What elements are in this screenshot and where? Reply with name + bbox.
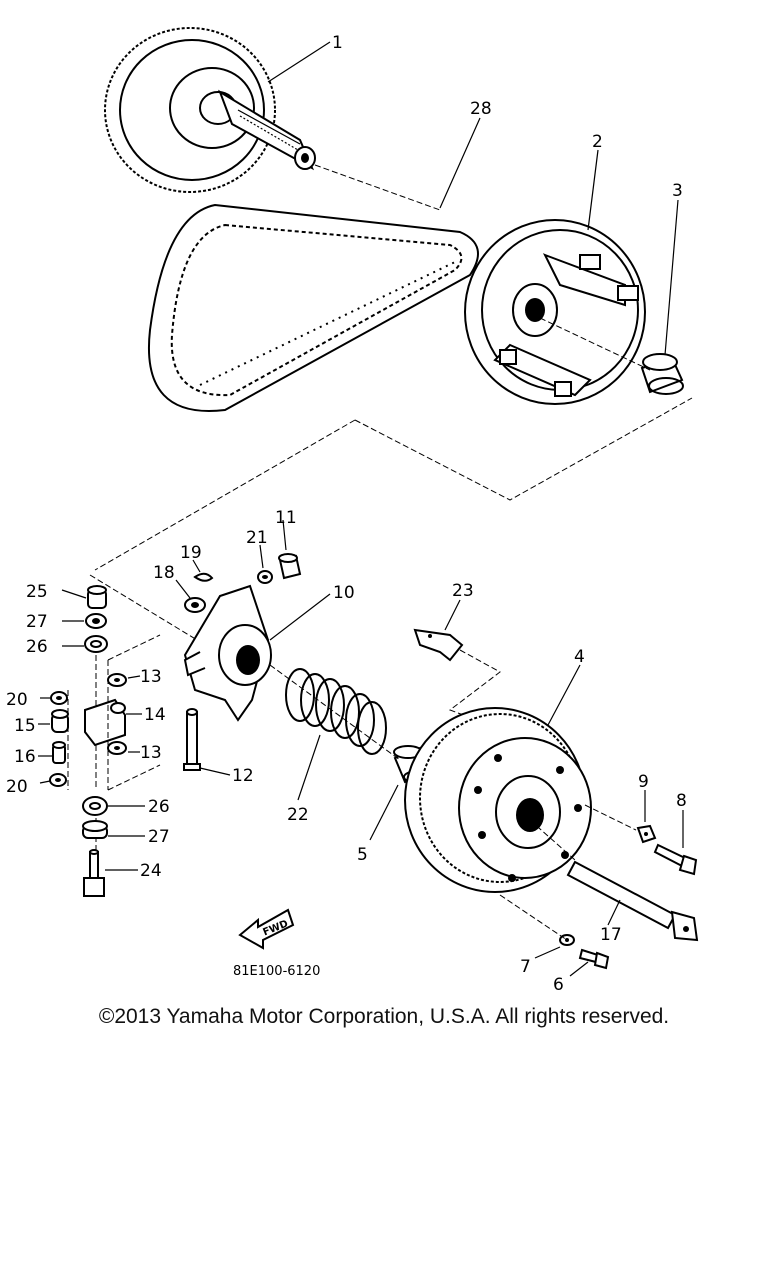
label-part-12: 12 bbox=[232, 766, 254, 786]
part-11-cap bbox=[278, 553, 302, 580]
label-part-1: 1 bbox=[332, 33, 343, 53]
part-20-washer-upper bbox=[50, 691, 68, 705]
label-part-2: 2 bbox=[592, 132, 603, 152]
fwd-arrow-icon: FWD bbox=[238, 908, 295, 950]
drawing-code: 81E100-6120 bbox=[233, 964, 320, 979]
label-part-10: 10 bbox=[333, 583, 355, 603]
part-3-bushing bbox=[640, 353, 684, 395]
label-part-26-lower: 26 bbox=[148, 797, 170, 817]
part-10-spider bbox=[183, 584, 272, 722]
label-part-28: 28 bbox=[470, 99, 492, 119]
copyright-notice: ©2013 Yamaha Motor Corporation, U.S.A. A… bbox=[98, 1005, 670, 1028]
part-13-washer-lower bbox=[107, 741, 127, 755]
part-12-pin bbox=[183, 708, 201, 771]
label-part-13-lower: 13 bbox=[140, 743, 162, 763]
part-24-bolt bbox=[83, 849, 105, 897]
part-26-damper-lower bbox=[82, 796, 108, 816]
part-1-drive-gear bbox=[104, 27, 316, 193]
label-part-14: 14 bbox=[144, 705, 166, 725]
label-part-17: 17 bbox=[600, 925, 622, 945]
part-9-nut bbox=[636, 824, 657, 844]
label-part-25: 25 bbox=[26, 582, 48, 602]
label-part-20-lower: 20 bbox=[6, 777, 28, 797]
label-part-27-upper: 27 bbox=[26, 612, 48, 632]
label-part-8: 8 bbox=[676, 791, 687, 811]
part-14-weight-arm bbox=[84, 698, 126, 747]
label-part-15: 15 bbox=[14, 716, 36, 736]
label-part-6: 6 bbox=[553, 975, 564, 995]
part-15-roller bbox=[51, 709, 69, 733]
part-27-washer-lower bbox=[82, 820, 108, 839]
label-part-3: 3 bbox=[672, 181, 683, 201]
part-19-clip bbox=[193, 572, 214, 582]
label-part-22: 22 bbox=[287, 805, 309, 825]
part-4-movable-sheave bbox=[404, 707, 592, 893]
part-8-bolt bbox=[653, 843, 698, 876]
part-6-screw bbox=[578, 948, 610, 970]
part-13-washer-upper bbox=[107, 673, 127, 687]
part-17-long-bolt bbox=[566, 860, 699, 942]
part-28-drive-belt bbox=[148, 203, 479, 412]
part-23-bracket bbox=[413, 628, 464, 662]
label-part-19: 19 bbox=[180, 543, 202, 563]
part-2-sheave bbox=[464, 219, 646, 405]
label-part-24: 24 bbox=[140, 861, 162, 881]
part-27-washer-upper bbox=[85, 613, 107, 629]
label-part-23: 23 bbox=[452, 581, 474, 601]
part-18-washer bbox=[184, 597, 206, 613]
part-26-damper-upper bbox=[84, 635, 108, 653]
label-part-26-upper: 26 bbox=[26, 637, 48, 657]
label-part-16: 16 bbox=[14, 747, 36, 767]
part-20-washer-lower bbox=[49, 773, 67, 787]
label-part-21: 21 bbox=[246, 528, 268, 548]
label-part-27-lower: 27 bbox=[148, 827, 170, 847]
part-22-spring bbox=[285, 668, 387, 755]
part-21-washer bbox=[257, 570, 273, 584]
label-part-11: 11 bbox=[275, 508, 297, 528]
label-part-4: 4 bbox=[574, 647, 585, 667]
label-part-13-upper: 13 bbox=[140, 667, 162, 687]
exploded-parts-diagram: 1 28 2 3 25 bbox=[6, 27, 699, 995]
part-25-cap bbox=[87, 585, 107, 609]
label-part-5: 5 bbox=[357, 845, 368, 865]
label-part-20-upper: 20 bbox=[6, 690, 28, 710]
label-part-9: 9 bbox=[638, 772, 649, 792]
label-part-18: 18 bbox=[153, 563, 175, 583]
label-part-7: 7 bbox=[520, 957, 531, 977]
part-16-pin bbox=[52, 741, 66, 764]
